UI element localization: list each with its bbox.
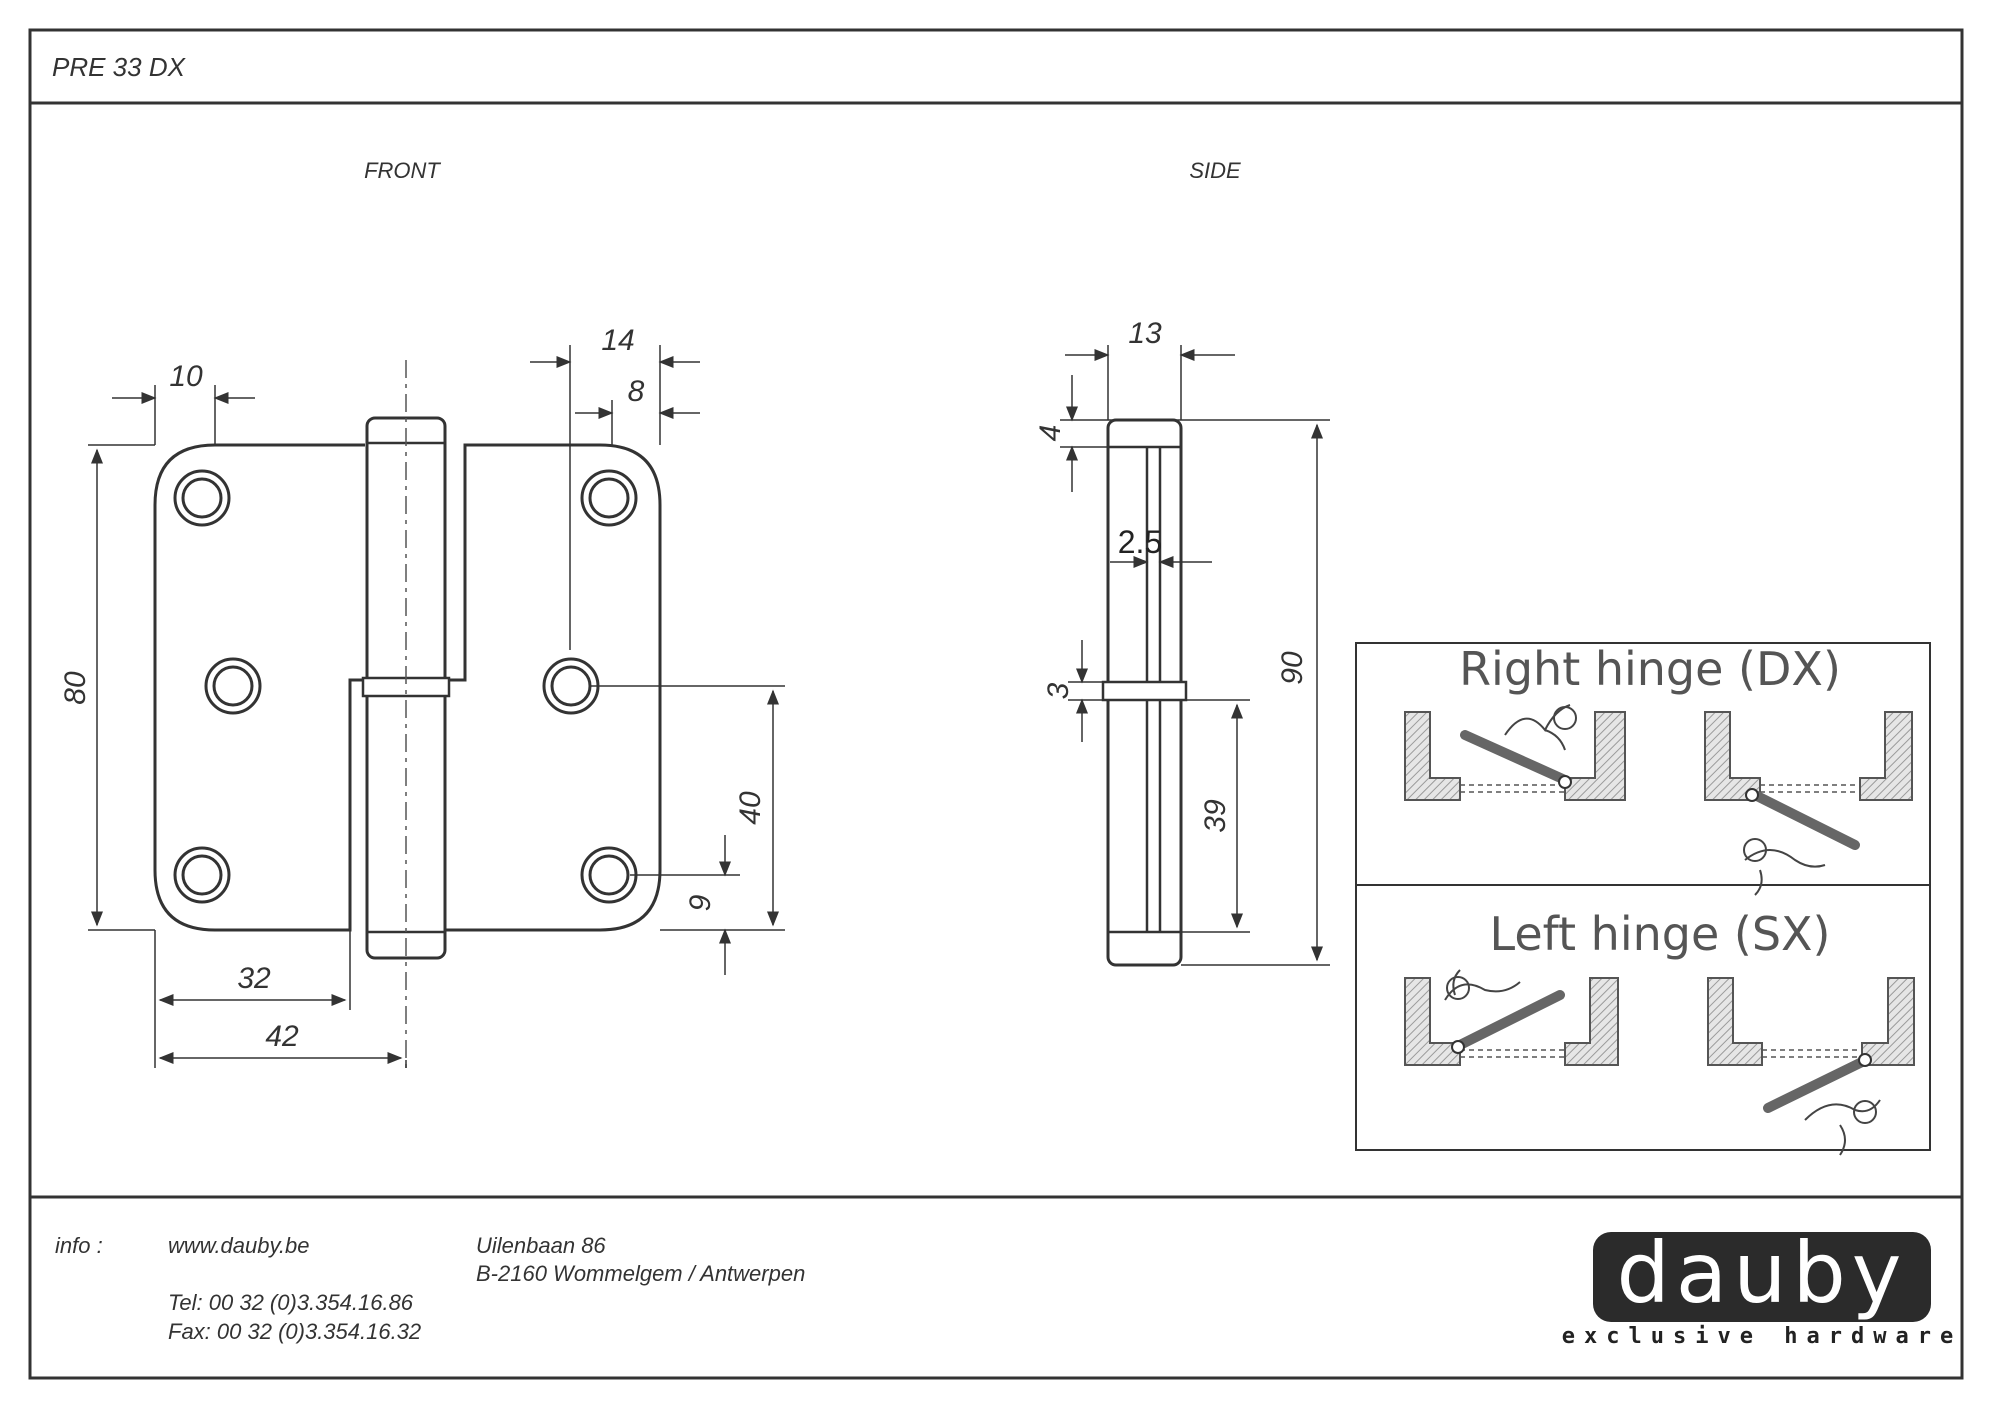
dim-label-42: 42 [265, 1020, 299, 1053]
dim-label-14: 14 [601, 324, 634, 357]
dim-label-3: 3 [1042, 682, 1075, 699]
left-hinge-door-opening-outward-illustration [1707, 977, 1915, 1156]
dim-label-4: 4 [1034, 425, 1067, 442]
fax-number: Fax: 00 32 (0)3.354.16.32 [168, 1319, 421, 1344]
left-hinge-door-opening-inward-illustration [1404, 969, 1619, 1066]
sheet-border [28, 28, 1964, 1380]
side-view-hinge [1101, 418, 1188, 967]
hinge-orientation-legend: Right hinge (DX) Left hinge (SX) [1355, 642, 1931, 1156]
right-leaf [445, 443, 662, 932]
drawing-title: PRE 33 DX [52, 52, 187, 82]
right-hinge-door-opening-inward-illustration [1404, 704, 1626, 801]
phone-number: Tel: 00 32 (0)3.354.16.86 [168, 1290, 414, 1315]
dim-label-10: 10 [169, 360, 203, 393]
dim-label-8: 8 [628, 375, 645, 408]
dim-label-32: 32 [237, 962, 271, 995]
info-label: info : [55, 1233, 103, 1258]
dauby-logo: dauby exclusive hardware [1562, 1224, 1962, 1349]
dim-label-13: 13 [1128, 317, 1162, 350]
website-link[interactable]: www.dauby.be [168, 1233, 309, 1258]
logo-wordmark: dauby [1616, 1224, 1907, 1322]
front-view-hinge [153, 360, 662, 1070]
front-dimension-lines [88, 345, 785, 1068]
left-leaf [153, 443, 365, 932]
dim-label-2-5: 2.5 [1118, 524, 1162, 560]
right-hinge-door-opening-outward-illustration [1704, 711, 1913, 896]
dim-label-39: 39 [1199, 799, 1232, 833]
address-line-2: B-2160 Wommelgem / Antwerpen [476, 1261, 805, 1286]
left-hinge-title: Left hinge (SX) [1490, 907, 1831, 961]
dim-label-9: 9 [684, 894, 717, 911]
front-view-label: FRONT [364, 158, 441, 183]
address-line-1: Uilenbaan 86 [476, 1233, 606, 1258]
logo-tagline: exclusive hardware [1562, 1324, 1962, 1349]
dim-label-80: 80 [59, 671, 92, 705]
side-view-label: SIDE [1189, 158, 1241, 183]
dim-label-40: 40 [734, 791, 767, 825]
right-hinge-title: Right hinge (DX) [1459, 642, 1841, 696]
footer-contact-block: info : www.dauby.be Tel: 00 32 (0)3.354.… [55, 1233, 805, 1344]
dim-label-90: 90 [1276, 651, 1309, 685]
side-dimension-lines [1060, 345, 1330, 966]
